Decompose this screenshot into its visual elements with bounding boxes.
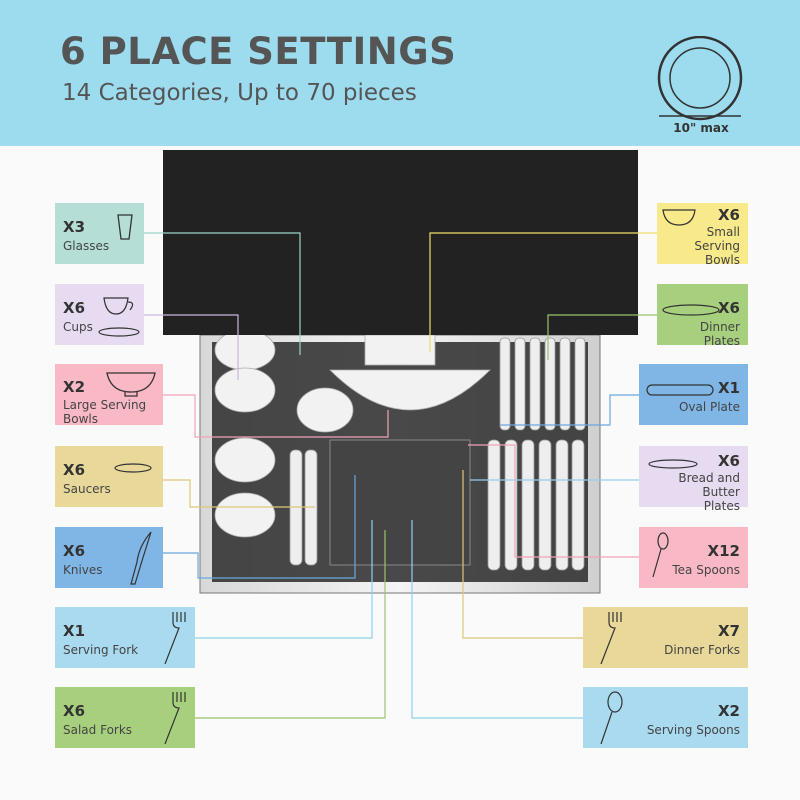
plate-icon xyxy=(648,459,698,469)
item-label: Knives xyxy=(63,563,103,577)
page-subtitle: 14 Categories, Up to 70 pieces xyxy=(62,80,417,106)
item-label: Dinner Plates xyxy=(699,320,740,348)
plate-size-label: 10" max xyxy=(673,121,729,135)
item-qty: X6 xyxy=(63,702,86,720)
spoon-icon xyxy=(600,691,623,745)
fork-icon xyxy=(164,692,186,745)
bowl-icon xyxy=(106,372,156,397)
item-qty: X7 xyxy=(717,622,740,640)
item-label: Dinner Forks xyxy=(664,643,740,657)
plate-size-icon xyxy=(657,36,743,121)
saucer-icon xyxy=(114,463,152,473)
item-qty: X3 xyxy=(63,218,86,236)
item-qty: X6 xyxy=(717,299,740,317)
glass-icon xyxy=(117,214,133,240)
item-qty: X6 xyxy=(63,299,86,317)
page-title: 6 PLACE SETTINGS xyxy=(60,30,457,73)
item-qty: X12 xyxy=(707,542,740,560)
item-label: Salad Forks xyxy=(63,723,133,737)
spoon-icon xyxy=(652,532,669,578)
item-qty: X6 xyxy=(63,542,86,560)
item-label: Tea Spoons xyxy=(672,563,740,577)
header-banner: 6 PLACE SETTINGS 14 Categories, Up to 70… xyxy=(0,0,800,146)
fork-icon xyxy=(600,612,622,665)
item-qty: X6 xyxy=(717,206,740,224)
item-qty: X6 xyxy=(63,461,86,479)
knife-icon xyxy=(130,531,152,585)
cup-icon xyxy=(98,297,140,337)
item-label: Bread and Butter Plates xyxy=(678,471,740,513)
item-qty: X2 xyxy=(63,378,86,396)
item-label: Cups xyxy=(63,320,93,334)
item-label: Saucers xyxy=(63,482,111,496)
fork-icon xyxy=(164,612,186,665)
item-qty: X1 xyxy=(63,622,86,640)
item-label: Serving Spoons xyxy=(646,723,740,737)
bowl-icon xyxy=(662,209,696,226)
item-label: Oval Plate xyxy=(678,400,740,414)
oval-plate-icon xyxy=(646,384,714,396)
item-label: Small Serving Bowls xyxy=(694,225,740,267)
item-qty: X2 xyxy=(717,702,740,720)
item-qty: X6 xyxy=(717,452,740,470)
item-label: Serving Fork xyxy=(63,643,139,657)
item-label: Large Serving Bowls xyxy=(63,398,147,426)
plate-icon xyxy=(662,304,720,316)
item-label: Glasses xyxy=(63,239,110,253)
item-qty: X1 xyxy=(717,379,740,397)
